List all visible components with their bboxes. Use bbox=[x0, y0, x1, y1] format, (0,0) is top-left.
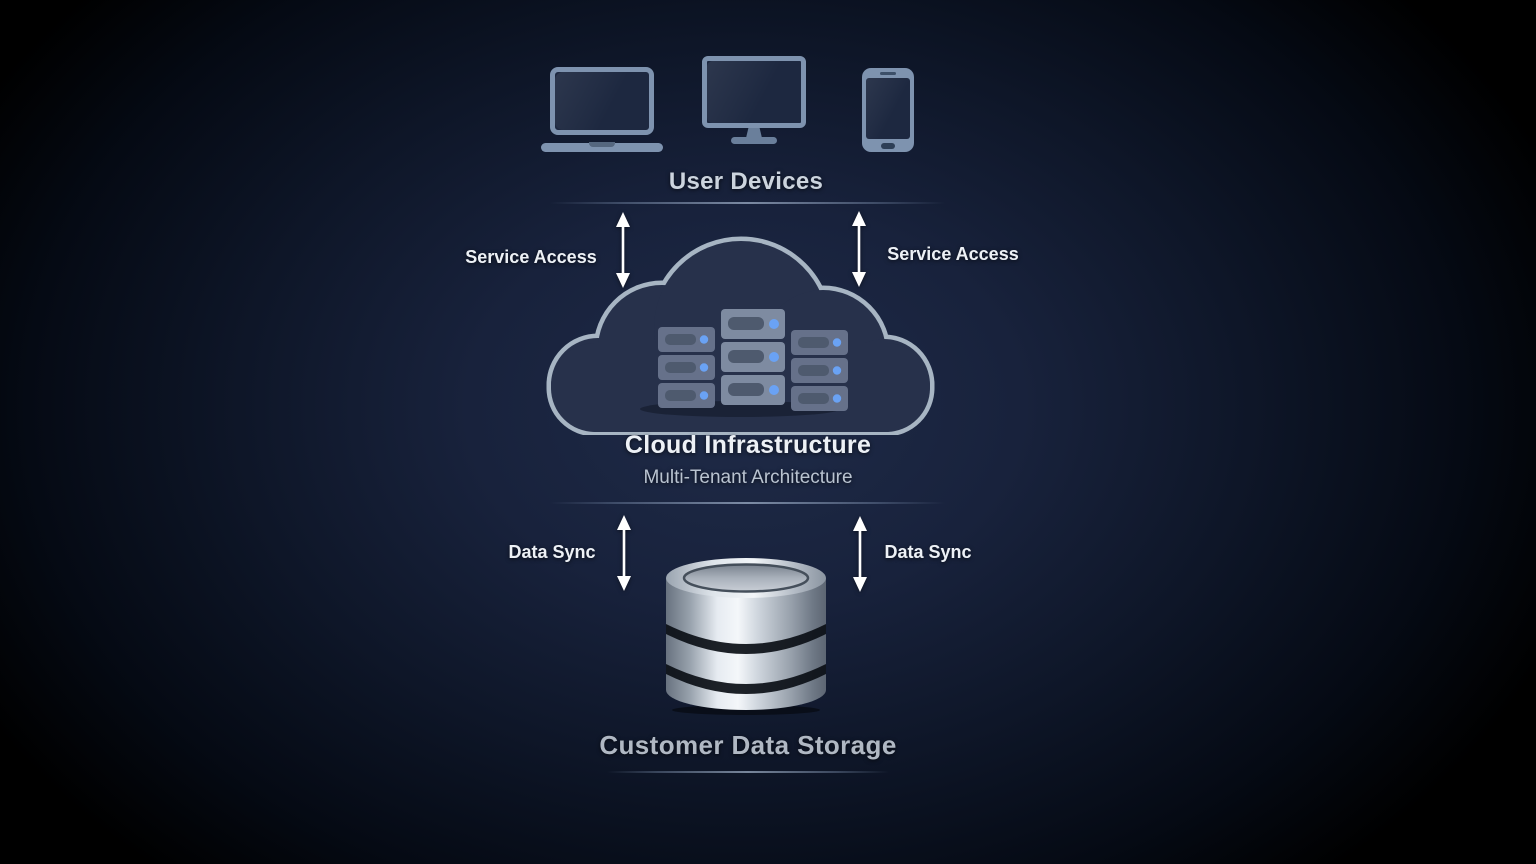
user-devices-label: User Devices bbox=[668, 168, 824, 195]
bidirectional-arrow-icon bbox=[616, 212, 630, 288]
divider-middle bbox=[550, 502, 945, 504]
phone-screen bbox=[866, 78, 910, 139]
database-band bbox=[666, 664, 826, 694]
cloud-infrastructure-label: Cloud Infrastructure bbox=[624, 431, 872, 459]
monitor-screen bbox=[702, 56, 806, 128]
monitor-icon bbox=[700, 56, 808, 148]
laptop-base bbox=[541, 143, 663, 152]
divider-bottom bbox=[607, 771, 889, 773]
monitor-stand-base bbox=[731, 137, 777, 144]
server-rack-icon bbox=[721, 309, 785, 405]
smartphone-icon bbox=[862, 68, 914, 152]
cloud-infrastructure-sublabel: Multi-Tenant Architecture bbox=[643, 467, 853, 488]
bidirectional-arrow-icon bbox=[617, 515, 631, 591]
laptop-notch bbox=[589, 142, 615, 147]
cloud-servers-icon bbox=[546, 236, 935, 435]
database-band bbox=[666, 624, 826, 654]
laptop-icon bbox=[541, 67, 663, 152]
phone-speaker bbox=[880, 72, 896, 75]
service-access-label-right: Service Access bbox=[887, 244, 1019, 264]
server-rack-icon bbox=[791, 330, 848, 411]
divider-top bbox=[550, 202, 945, 204]
database-opening bbox=[682, 563, 810, 593]
server-rack-icon bbox=[658, 327, 715, 408]
bidirectional-arrow-icon bbox=[852, 211, 866, 287]
data-sync-label-left: Data Sync bbox=[508, 542, 596, 562]
laptop-screen bbox=[550, 67, 654, 135]
data-sync-label-right: Data Sync bbox=[884, 542, 972, 562]
customer-data-storage-label: Customer Data Storage bbox=[599, 730, 897, 760]
service-access-label-left: Service Access bbox=[465, 247, 597, 267]
monitor-stand-neck bbox=[746, 128, 762, 138]
bidirectional-arrow-icon bbox=[853, 516, 867, 592]
database-icon bbox=[666, 558, 826, 715]
phone-home-button bbox=[881, 143, 895, 149]
